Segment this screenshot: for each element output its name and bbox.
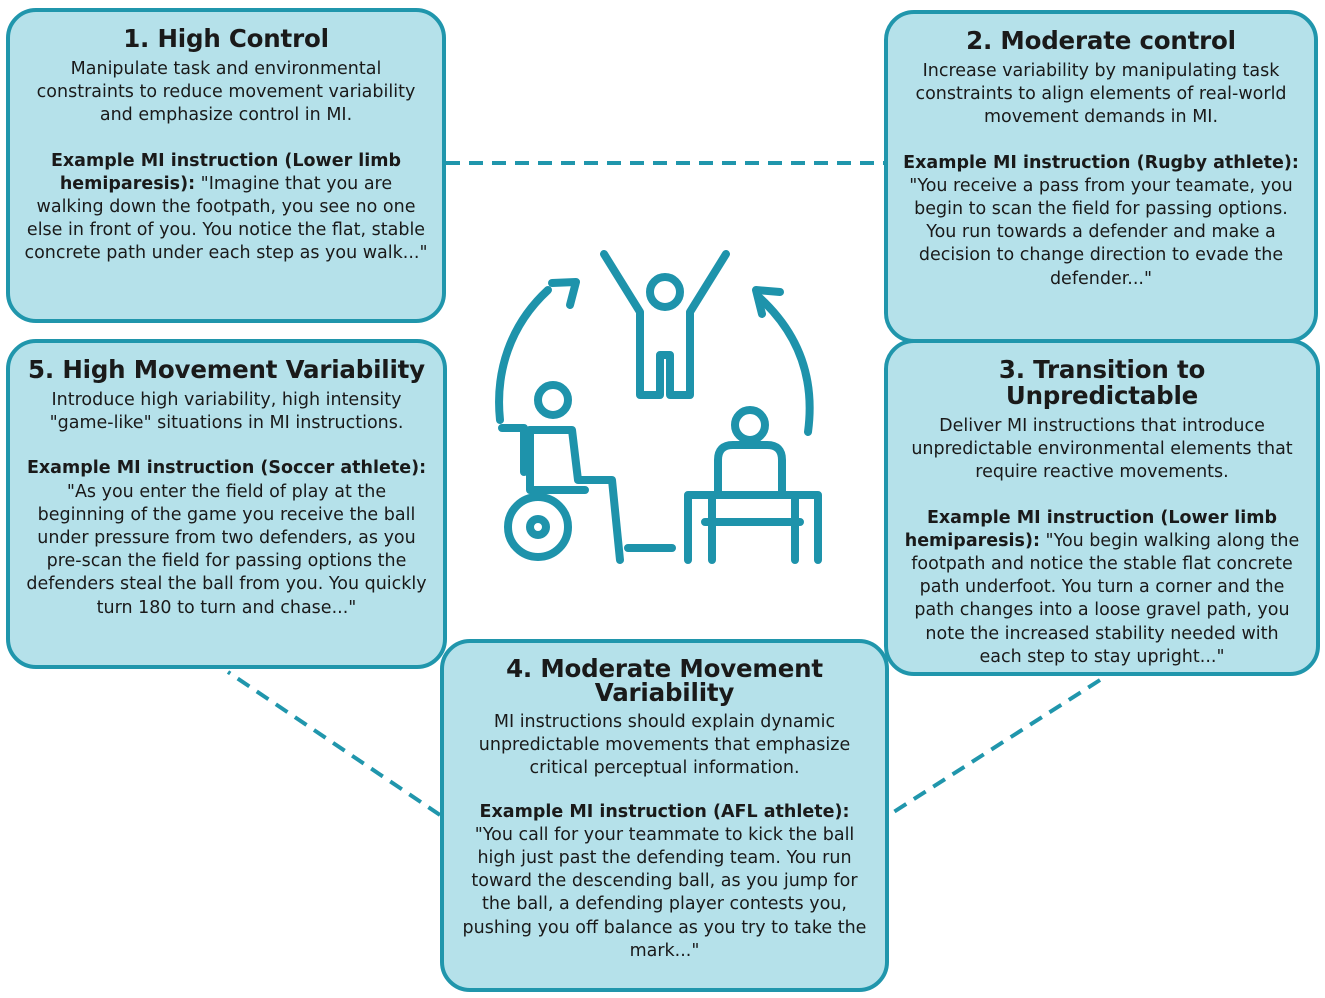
stage-title: 2. Moderate control xyxy=(966,26,1236,55)
stage-example: Example MI instruction (AFL athlete): "Y… xyxy=(458,801,871,963)
example-text: "As you enter the field of play at the b… xyxy=(26,481,427,618)
wheelchair-wheel xyxy=(504,493,572,561)
stage-description: Increase variability by manipulating tas… xyxy=(915,61,1287,128)
stage-5-box: 5. High Movement Variability Introduce h… xyxy=(6,339,447,669)
wheelchair-frame xyxy=(498,424,589,494)
stage-description: Deliver MI instructions that introduce u… xyxy=(911,416,1293,483)
example-label: Example MI instruction (Soccer athlete): xyxy=(26,458,427,479)
connector-4-5 xyxy=(226,670,442,817)
stage-example: Example MI instruction (Lower limb hemip… xyxy=(24,150,428,266)
person-body xyxy=(600,250,730,399)
connector-3-4 xyxy=(887,678,1102,817)
cycle-arc-left xyxy=(495,286,552,424)
stage-title: 5. High Movement Variability xyxy=(28,355,425,384)
wheelchair-user-body xyxy=(526,426,624,564)
wheelchair-hub xyxy=(526,515,550,539)
arc-arrowhead-left xyxy=(548,278,580,309)
example-text: "You call for your teammate to kick the … xyxy=(462,824,867,961)
person-head xyxy=(646,273,684,311)
example-text: "You begin walking along the footpath an… xyxy=(911,530,1300,667)
stage-description: MI instructions should explain dynamic u… xyxy=(478,712,851,779)
bench-user-head xyxy=(731,406,769,444)
bench-frame xyxy=(684,491,822,564)
stage-title: 4. Moderate Movement Variability xyxy=(506,654,823,707)
stage-title: 3. Transition to Unpredictable xyxy=(998,355,1206,410)
stage-4-box: 4. Moderate Movement Variability MI inst… xyxy=(440,639,889,992)
stage-title: 1. High Control xyxy=(123,24,329,53)
example-text: "Imagine that you are walking down the f… xyxy=(24,173,428,264)
example-label: Example MI instruction (Rugby athlete): xyxy=(903,152,1299,173)
stage-description: Introduce high variability, high intensi… xyxy=(49,390,404,434)
example-text: "You receive a pass from your teamate, y… xyxy=(909,175,1293,289)
arc-arrowhead-right xyxy=(752,286,784,318)
cycle-arc-right xyxy=(756,294,814,436)
wheelchair-user-head xyxy=(534,381,572,419)
stage-description: Manipulate task and environmental constr… xyxy=(36,59,416,126)
example-label: Example MI instruction (Lower limb hemip… xyxy=(50,150,402,194)
example-label: Example MI instruction (AFL athlete): xyxy=(479,801,850,822)
stage-2-box: 2. Moderate control Increase variability… xyxy=(884,10,1318,343)
rehabilitation-cycle-icon xyxy=(495,250,822,564)
example-label: Example MI instruction (Lower limb hemip… xyxy=(904,507,1278,551)
stage-3-box: 3. Transition to Unpredictable Deliver M… xyxy=(884,339,1320,676)
stage-example: Example MI instruction (Rugby athlete): … xyxy=(902,152,1300,291)
stage-example: Example MI instruction (Soccer athlete):… xyxy=(24,457,429,619)
stage-example: Example MI instruction (Lower limb hemip… xyxy=(902,507,1302,669)
bench-user-body xyxy=(714,441,786,499)
stage-1-box: 1. High Control Manipulate task and envi… xyxy=(6,8,446,323)
